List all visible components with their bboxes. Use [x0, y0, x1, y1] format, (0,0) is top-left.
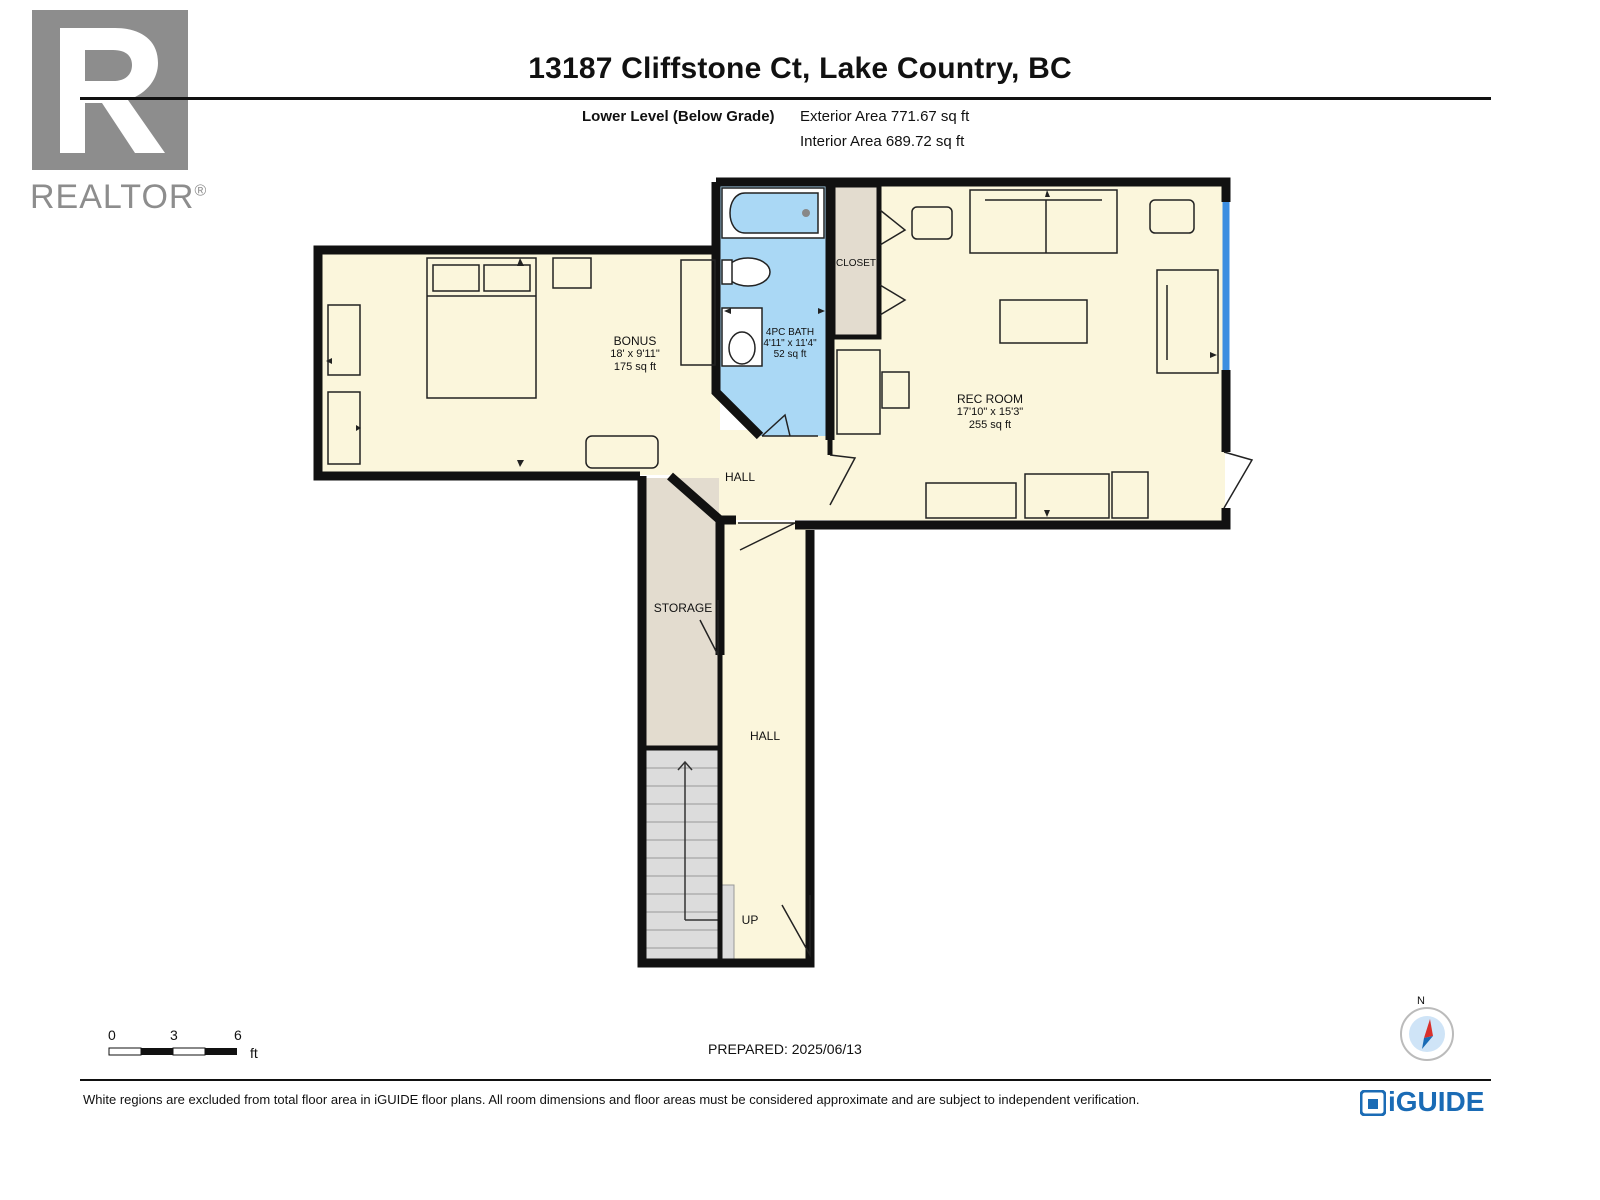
small-cabinet — [1111, 471, 1149, 519]
bonus-furniture — [327, 257, 716, 469]
toilet-tank — [721, 259, 733, 285]
stair-arrow-head — [677, 760, 693, 771]
pillow-left — [432, 264, 480, 292]
ottoman — [585, 435, 659, 469]
interior-walls — [645, 182, 882, 963]
bonus-room-name: BONUS — [613, 334, 657, 348]
tub-drain — [802, 209, 810, 217]
stairs-floor — [645, 750, 719, 960]
bath-floor — [716, 182, 830, 436]
marker-arrows — [326, 190, 1217, 517]
scale-unit: ft — [250, 1045, 258, 1061]
stair-treads — [645, 767, 719, 949]
rec-room-label: REC ROOM 17'10" x 15'3" 255 sq ft — [935, 393, 1045, 432]
registered-mark: ® — [194, 182, 208, 200]
rec-furniture — [836, 189, 1219, 519]
sofa-top — [969, 189, 1118, 254]
closet-floor — [833, 185, 878, 337]
iguide-mark-icon — [1360, 1090, 1386, 1116]
compass-north-label: N — [1417, 995, 1425, 1007]
level-label: Lower Level (Below Grade) — [582, 108, 775, 125]
storage-floor — [645, 478, 719, 748]
nightstand — [552, 257, 592, 289]
bed — [426, 257, 537, 399]
bathtub-basin — [729, 192, 819, 234]
dresser-right — [680, 259, 716, 366]
upper-hall-label: HALL — [724, 470, 756, 484]
bench — [925, 482, 1017, 519]
bath-room-label: 4PC BATH 4'11" x 11'4" 52 sq ft — [755, 327, 825, 360]
bath-fixtures — [721, 187, 825, 367]
pillow-right — [483, 264, 531, 292]
bonus-room-dims: 18' x 9'11" — [610, 348, 660, 360]
walls — [313, 177, 1231, 968]
lower-hall-floor — [722, 522, 810, 962]
sink — [728, 331, 756, 365]
iguide-brand: iGUIDE — [1388, 1086, 1485, 1117]
desk — [836, 349, 881, 435]
interior-area: Interior Area 689.72 sq ft — [800, 133, 965, 150]
cabinet-left-top — [327, 304, 361, 376]
side-table-right — [1149, 199, 1195, 234]
sofa-right — [1156, 269, 1219, 374]
page-title: 13187 Cliffstone Ct, Lake Country, BC — [528, 52, 1072, 85]
bath-room-name: 4PC BATH — [765, 327, 815, 338]
realtor-word: REALTOR — [30, 178, 195, 216]
rec-room-name: REC ROOM — [957, 392, 1023, 406]
coffee-table — [999, 299, 1088, 344]
bath-room-dims: 4'11" x 11'4" — [763, 338, 817, 349]
side-table-left — [911, 206, 953, 240]
scale-tick-3: 3 — [170, 1027, 178, 1043]
stairs-up-label: UP — [741, 913, 759, 927]
realtor-r-logo — [32, 10, 188, 170]
realtor-logo: REALTOR® — [30, 8, 208, 216]
disclaimer: White regions are excluded from total fl… — [83, 1092, 1140, 1107]
door-swings — [699, 209, 1254, 958]
rec-room-floor — [830, 182, 1225, 522]
scale-tick-6: 6 — [234, 1027, 242, 1043]
bonus-room-area: 175 sq ft — [613, 361, 657, 373]
compass-icon — [1400, 1007, 1454, 1061]
rec-room-area: 255 sq ft — [968, 419, 1012, 431]
rec-room-dims: 17'10" x 15'3" — [956, 406, 1024, 418]
prepared-date: PREPARED: 2025/06/13 — [708, 1041, 862, 1057]
chair — [881, 371, 910, 409]
tv-console — [1024, 473, 1110, 519]
closet-label: CLOSET — [835, 258, 876, 269]
header-rule — [80, 97, 1491, 100]
bath-room-area: 52 sq ft — [773, 349, 807, 360]
scale-bar — [108, 1047, 237, 1056]
bonus-room-label: BONUS 18' x 9'11" 175 sq ft — [585, 335, 685, 374]
storage-label: STORAGE — [653, 601, 713, 615]
compass: N — [1398, 995, 1458, 1065]
footer-rule — [80, 1079, 1491, 1081]
upper-hall-floor — [640, 430, 830, 520]
exterior-area: Exterior Area 771.67 sq ft — [800, 108, 970, 125]
scale-tick-0: 0 — [108, 1027, 116, 1043]
lower-hall-label: HALL — [749, 729, 781, 743]
